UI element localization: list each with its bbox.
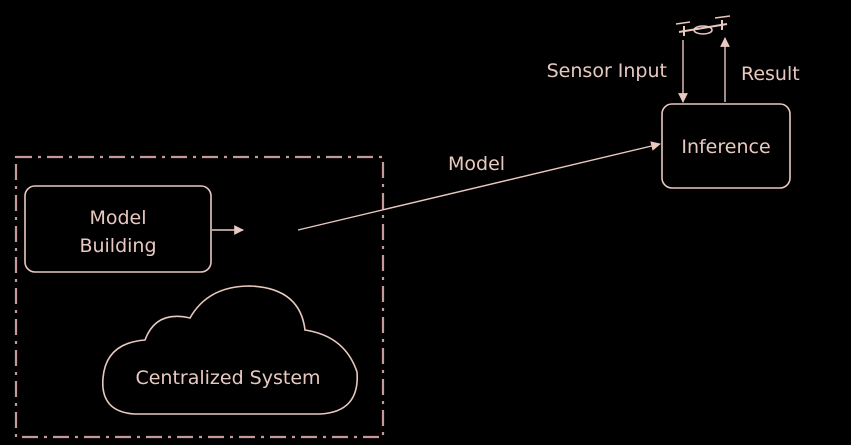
model-building-label-line2: Building [79, 235, 156, 257]
centralized-boundary-frame [14, 155, 385, 439]
model-building-label-line1: Model [89, 207, 146, 229]
centralized-system-node: Centralized System [102, 285, 358, 415]
model-edge-label: Model [448, 153, 505, 175]
result-label: Result [741, 63, 800, 85]
model-deploy-arrow [297, 141, 661, 231]
inference-box [661, 103, 791, 189]
inference-node: Inference [661, 103, 791, 189]
cloud-icon [102, 285, 358, 415]
centralized-system-label: Centralized System [135, 367, 320, 389]
drone-icon [675, 15, 731, 36]
sensor-input-label: Sensor Input [547, 60, 667, 82]
model-building-box [24, 185, 212, 273]
model-building-node: Model Building [24, 185, 212, 273]
inference-label: Inference [681, 136, 770, 158]
